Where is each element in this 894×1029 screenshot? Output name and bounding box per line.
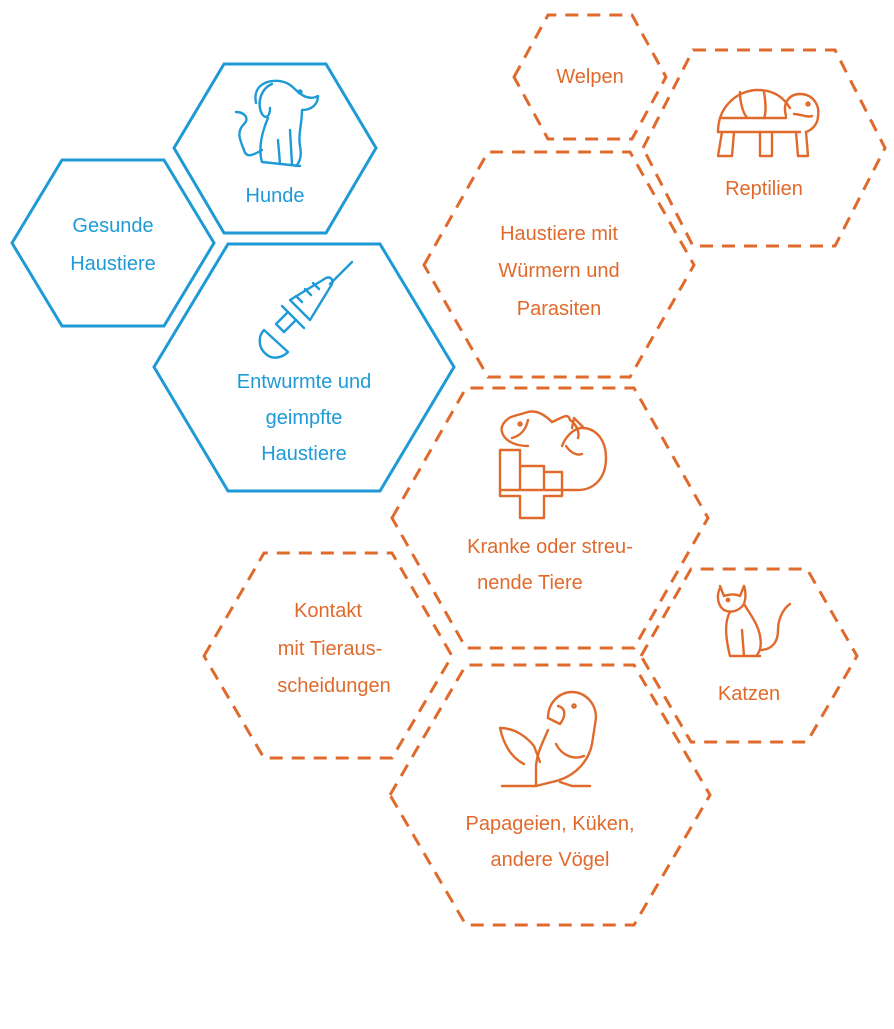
- hex-welpen-label: Welpen: [556, 66, 623, 88]
- hex-kranke-line1: Kranke oder streu-: [467, 536, 633, 558]
- hex-parasiten-line1: Haustiere mit: [500, 223, 618, 245]
- hex-voegel-line2: andere Vögel: [491, 849, 610, 871]
- hex-entwurmte-line3: Haustiere: [261, 443, 347, 465]
- hex-gesunde-haustiere: Gesunde Haustiere: [10, 158, 216, 328]
- cat-icon: [716, 584, 792, 658]
- hex-kontakt-tierausscheidungen: Kontakt mit Tieraus- scheidungen: [202, 551, 454, 760]
- turtle-icon: [716, 88, 820, 158]
- hex-welpen: Welpen: [512, 13, 668, 141]
- parrot-icon: [498, 690, 598, 788]
- hex-kranke-line2: nende Tiere: [477, 572, 583, 594]
- hex-papageien-voegel: Papageien, Küken, andere Vögel: [388, 663, 712, 927]
- hex-parasiten-line2: Würmern und: [498, 260, 619, 282]
- hex-haustiere-parasiten: Haustiere mit Würmern und Parasiten: [422, 150, 696, 379]
- hex-voegel-line1: Papageien, Küken,: [465, 813, 634, 835]
- hex-parasiten-line3: Parasiten: [517, 298, 602, 320]
- hex-entwurmte-geimpfte: Entwurmte und geimpfte Haustiere: [152, 242, 456, 493]
- hex-entwurmte-line2: geimpfte: [266, 407, 343, 429]
- hex-reptilien-label: Reptilien: [725, 178, 803, 200]
- hex-hunde-label: Hunde: [246, 185, 305, 207]
- dog-icon: [234, 79, 320, 168]
- hex-kontakt-line1: Kontakt: [294, 600, 362, 622]
- hex-reptilien: Reptilien: [641, 48, 887, 248]
- hex-hunde: Hunde: [172, 62, 378, 235]
- hex-gesunde-line1: Gesunde: [72, 215, 153, 237]
- hex-kontakt-line2: mit Tieraus-: [278, 638, 382, 660]
- hex-kranke-streunende: Kranke oder streu- nende Tiere: [390, 386, 710, 650]
- hex-katzen-label: Katzen: [718, 683, 780, 705]
- hex-kontakt-line3: scheidungen: [277, 675, 390, 697]
- hex-katzen: Katzen: [639, 567, 859, 744]
- hex-entwurmte-line1: Entwurmte und: [237, 371, 372, 393]
- syringe-icon: [258, 260, 354, 359]
- hex-gesunde-line2: Haustiere: [70, 253, 156, 275]
- sick-animals-icon: [498, 410, 608, 520]
